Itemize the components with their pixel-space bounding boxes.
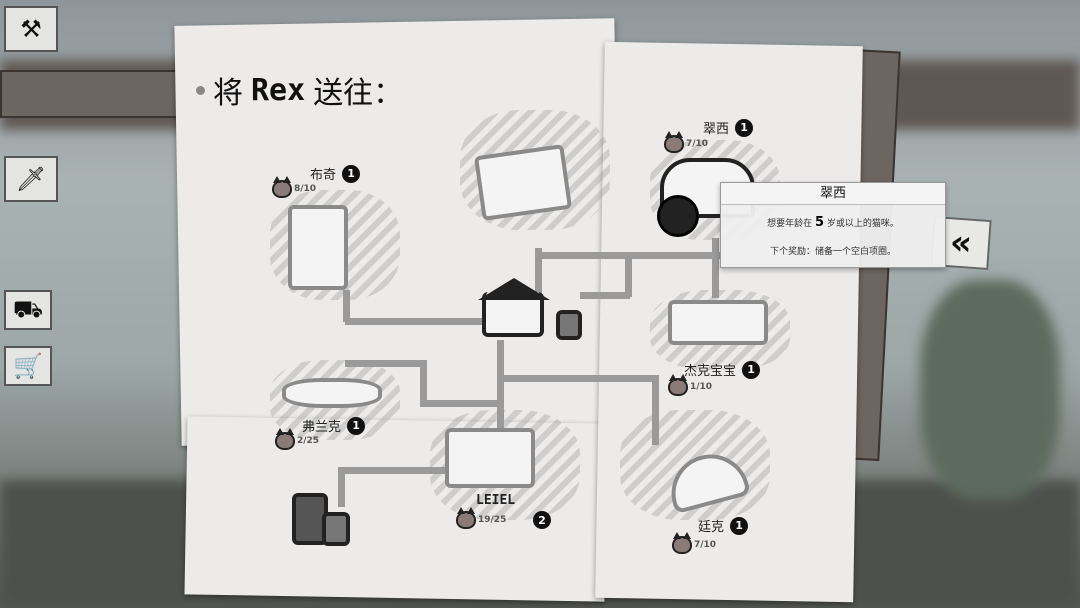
cart-button[interactable]: 🛒	[4, 346, 52, 386]
cat-count: 1/10	[668, 374, 713, 396]
location-badge: 2	[533, 511, 551, 529]
building-frank[interactable]	[282, 378, 382, 408]
shop-swap-icon: ⛟	[12, 294, 44, 323]
title-suffix: 送往：	[313, 76, 404, 111]
tooltip-title: 翠西	[721, 183, 945, 205]
location-tooltip: 翠西 想要年龄在 5 岁或以上的猫咪。 下个奖励：储备一个空白项圈。	[720, 182, 946, 268]
double-chevron-left-icon: «	[948, 222, 974, 264]
location-badge-wrap: 2	[533, 511, 551, 529]
wood-beam	[0, 70, 200, 118]
count-text: 1/10	[690, 382, 713, 392]
tooltip-requirement: 想要年龄在 5 岁或以上的猫咪。	[721, 215, 945, 230]
count-text: 19/25	[478, 515, 507, 525]
location-name: 弗兰克	[302, 420, 342, 435]
home-roof	[478, 278, 550, 300]
bullet-dot	[196, 85, 205, 95]
location-badge: 1	[730, 516, 749, 535]
cat-icon	[456, 507, 476, 529]
location-badge: 1	[347, 416, 366, 435]
count-text: 8/10	[294, 184, 317, 194]
pet-name: Rex	[251, 72, 306, 108]
req-age: 5	[814, 215, 825, 230]
location-label[interactable]: 翠西 1	[703, 118, 754, 137]
location-name: 杰克宝宝	[684, 364, 737, 379]
req-prefix: 想要年龄在	[767, 219, 813, 229]
location-label[interactable]: LEIEL	[476, 493, 515, 508]
cat-icon	[672, 532, 692, 554]
tooltip-reward: 下个奖励：储备一个空白项圈。	[769, 247, 896, 257]
req-suffix: 岁或以上的猫咪。	[826, 219, 899, 229]
background-tree	[920, 280, 1060, 500]
location-label[interactable]: 布奇 1	[310, 164, 361, 183]
trash-pot	[322, 512, 350, 546]
shop-button[interactable]: ⛟	[4, 290, 52, 330]
cart-swap-icon: 🛒	[13, 352, 43, 380]
building-tracy-house[interactable]	[473, 144, 573, 221]
count-text: 7/10	[686, 139, 709, 149]
hammer-wrench-icon: ⚒	[20, 15, 42, 43]
cat-icon	[668, 374, 688, 396]
cat-icon	[275, 428, 295, 450]
cat-count: 7/10	[672, 532, 717, 554]
cat-count: 7/10	[664, 131, 709, 153]
cat-count: 2/25	[275, 428, 320, 450]
tools-bag-icon: 🗡	[15, 165, 47, 193]
cat-count: 19/25	[456, 507, 507, 529]
cat-icon	[664, 131, 684, 153]
location-name: 廷克	[698, 520, 725, 535]
location-name: 翠西	[703, 122, 730, 137]
map-title: 将 Rex 送往：	[196, 68, 403, 112]
crafting-button[interactable]: ⚒	[4, 6, 58, 52]
location-badge: 1	[342, 164, 361, 183]
cat-count: 8/10	[272, 176, 317, 198]
location-label[interactable]: 廷克 1	[698, 516, 749, 535]
count-text: 2/25	[297, 436, 320, 446]
building-leiel[interactable]	[445, 428, 535, 488]
location-name: 布奇	[310, 168, 337, 183]
location-badge: 1	[742, 360, 761, 379]
count-text: 7/10	[694, 540, 717, 550]
gear-button[interactable]: 🗡	[4, 156, 58, 202]
location-name: LEIEL	[476, 493, 516, 508]
location-label[interactable]: 弗兰克 1	[302, 416, 366, 435]
character-portrait	[657, 195, 699, 237]
cat-icon	[272, 176, 292, 198]
title-prefix: 将	[213, 76, 243, 111]
location-badge: 1	[735, 118, 754, 137]
location-label[interactable]: 杰克宝宝 1	[684, 360, 761, 379]
building-baby-jack[interactable]	[668, 300, 768, 345]
building-butch[interactable]	[288, 205, 348, 290]
home-pot	[556, 310, 582, 340]
